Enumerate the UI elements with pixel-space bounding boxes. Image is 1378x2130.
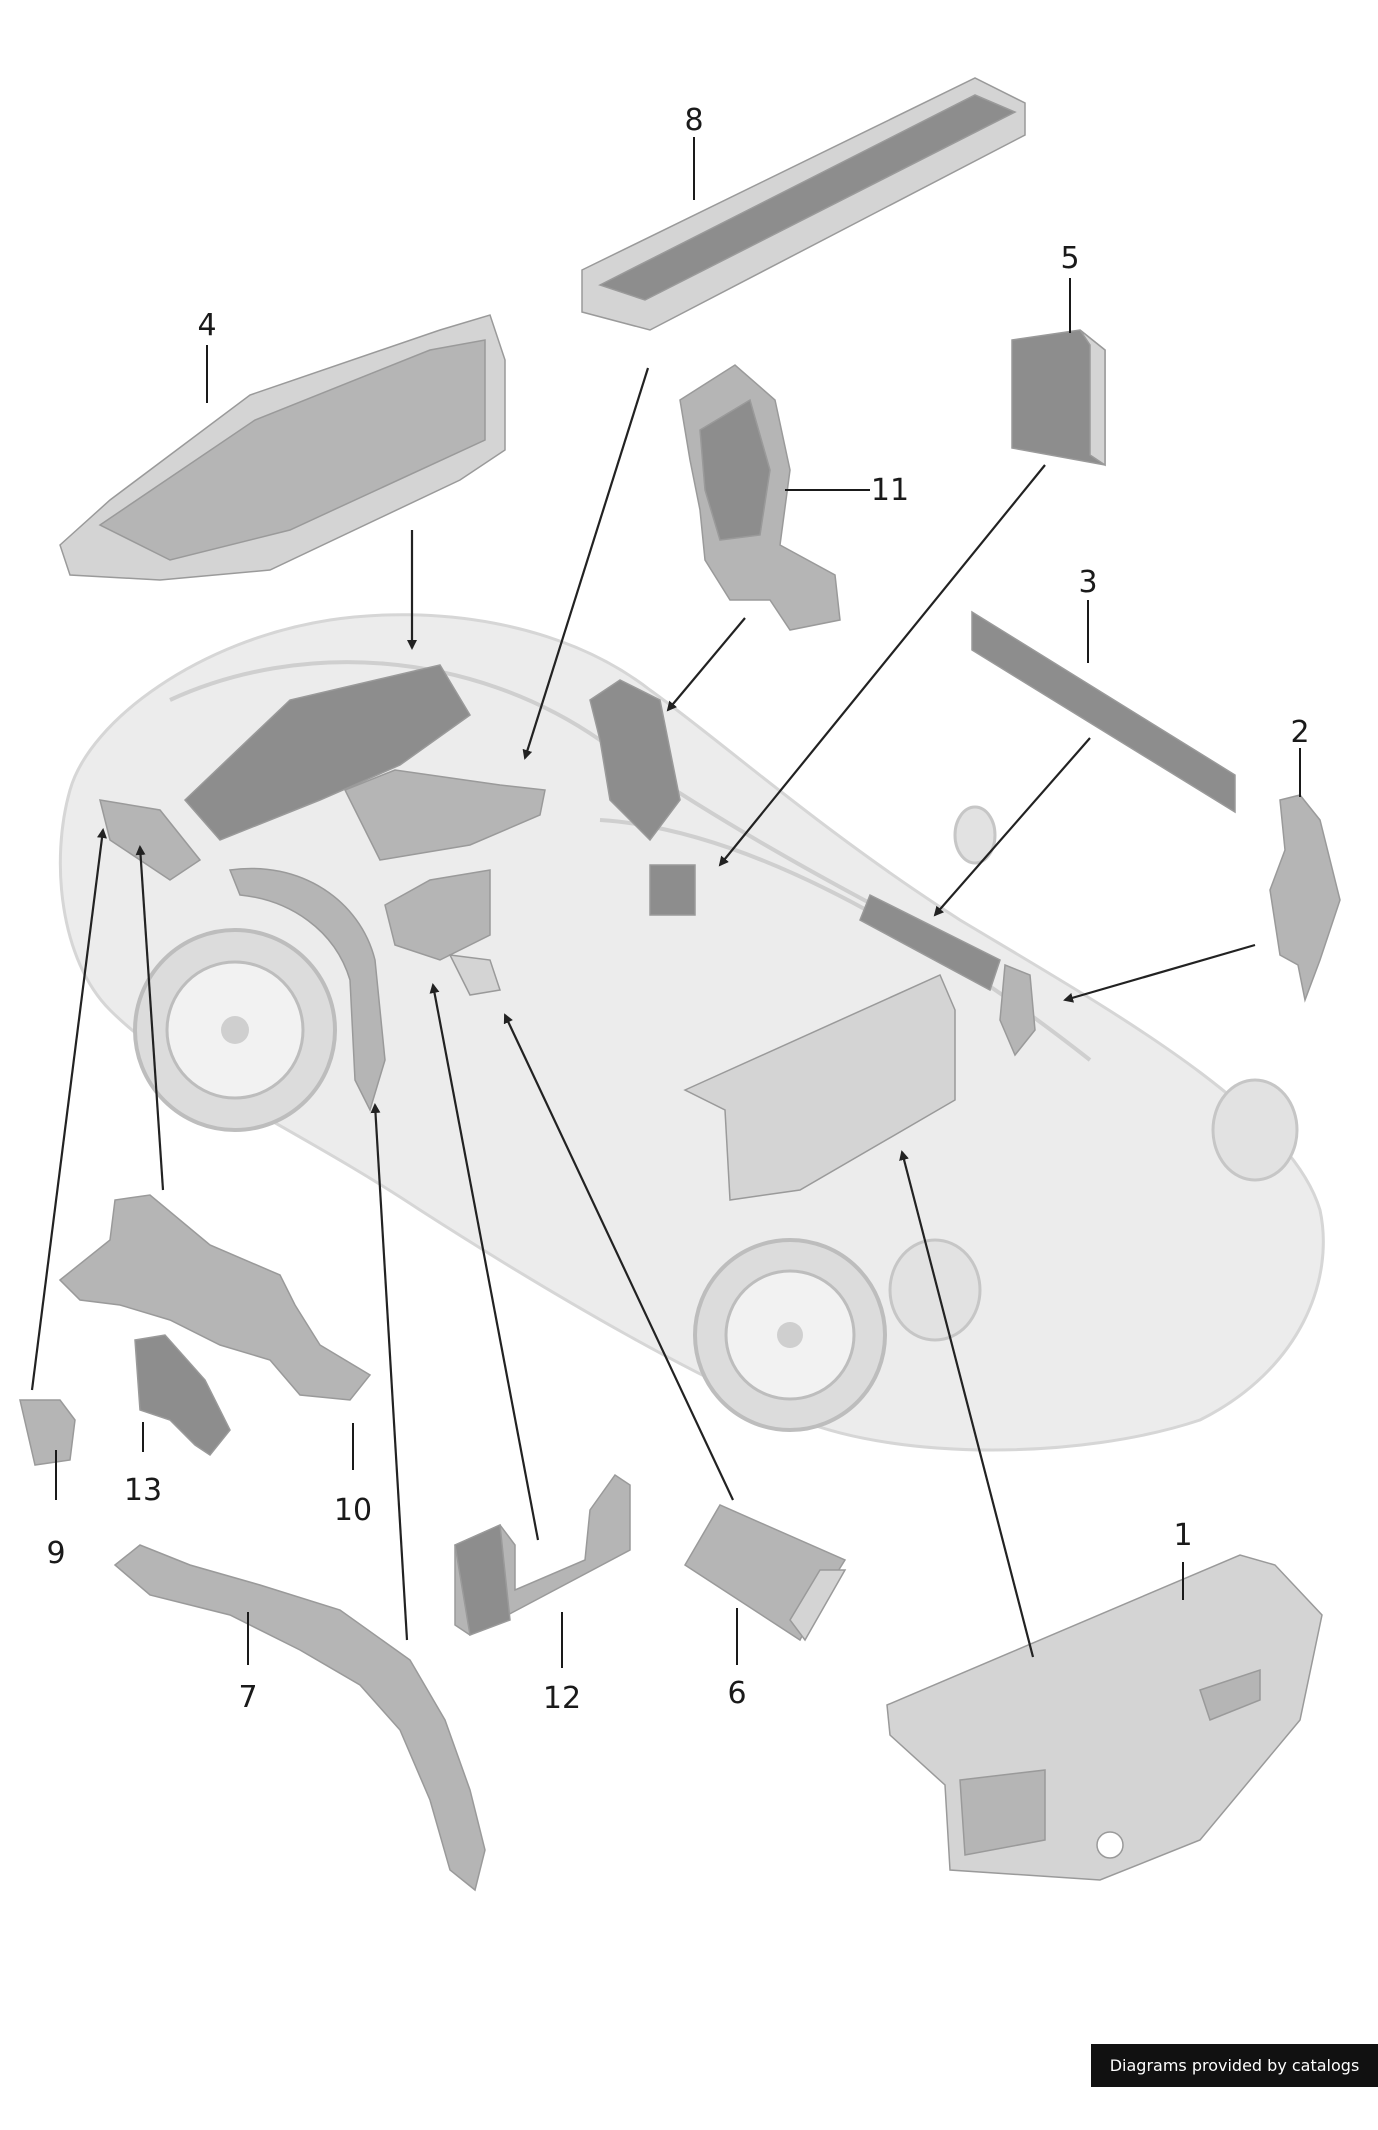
callout-8: 8 — [684, 103, 703, 138]
part-9-block — [19, 1399, 76, 1466]
exploded-parts-diagram: 8 4 5 11 3 2 1 10 9 13 7 12 6 — [19, 77, 1341, 1892]
front-wheel — [693, 1238, 887, 1432]
part-10-duct — [58, 1194, 372, 1401]
part-11-bracket — [679, 364, 841, 631]
callout-3: 3 — [1078, 565, 1097, 600]
callout-13: 13 — [124, 1473, 162, 1508]
part-6-pad — [683, 1504, 847, 1642]
part-4-rear-shelf — [59, 314, 506, 581]
callout-5: 5 — [1060, 241, 1079, 276]
part-3-strip — [971, 610, 1236, 814]
headlight-left — [888, 1238, 982, 1342]
callout-12: 12 — [543, 1681, 581, 1716]
leader-lines — [55, 137, 1301, 1668]
credit-banner: Diagrams provided by catalogs parts — [1091, 2044, 1378, 2118]
part-7-wheel-arch — [113, 1544, 486, 1892]
assembly-arrows — [30, 367, 1256, 1658]
part-8-insulation — [581, 77, 1026, 331]
callout-6: 6 — [727, 1676, 746, 1711]
callout-2: 2 — [1290, 715, 1309, 750]
callout-10: 10 — [334, 1493, 372, 1528]
callout-4: 4 — [197, 308, 216, 343]
rear-wheel — [133, 928, 337, 1132]
callout-labels: 8 4 5 11 3 2 1 10 9 13 7 12 6 — [46, 103, 1309, 1716]
headlight-right — [1211, 1078, 1299, 1182]
callout-1: 1 — [1173, 1518, 1192, 1553]
side-mirror — [953, 805, 997, 865]
part-1-bulkhead — [886, 1554, 1323, 1881]
part-13-wedge — [134, 1334, 231, 1457]
part-12-support — [454, 1473, 631, 1637]
part-5-block — [1011, 329, 1106, 467]
callout-7: 7 — [238, 1680, 257, 1715]
installed-parts — [98, 664, 1036, 1201]
callout-11: 11 — [871, 473, 909, 508]
part-2-bracket — [1269, 794, 1341, 1003]
callout-9: 9 — [46, 1536, 65, 1571]
